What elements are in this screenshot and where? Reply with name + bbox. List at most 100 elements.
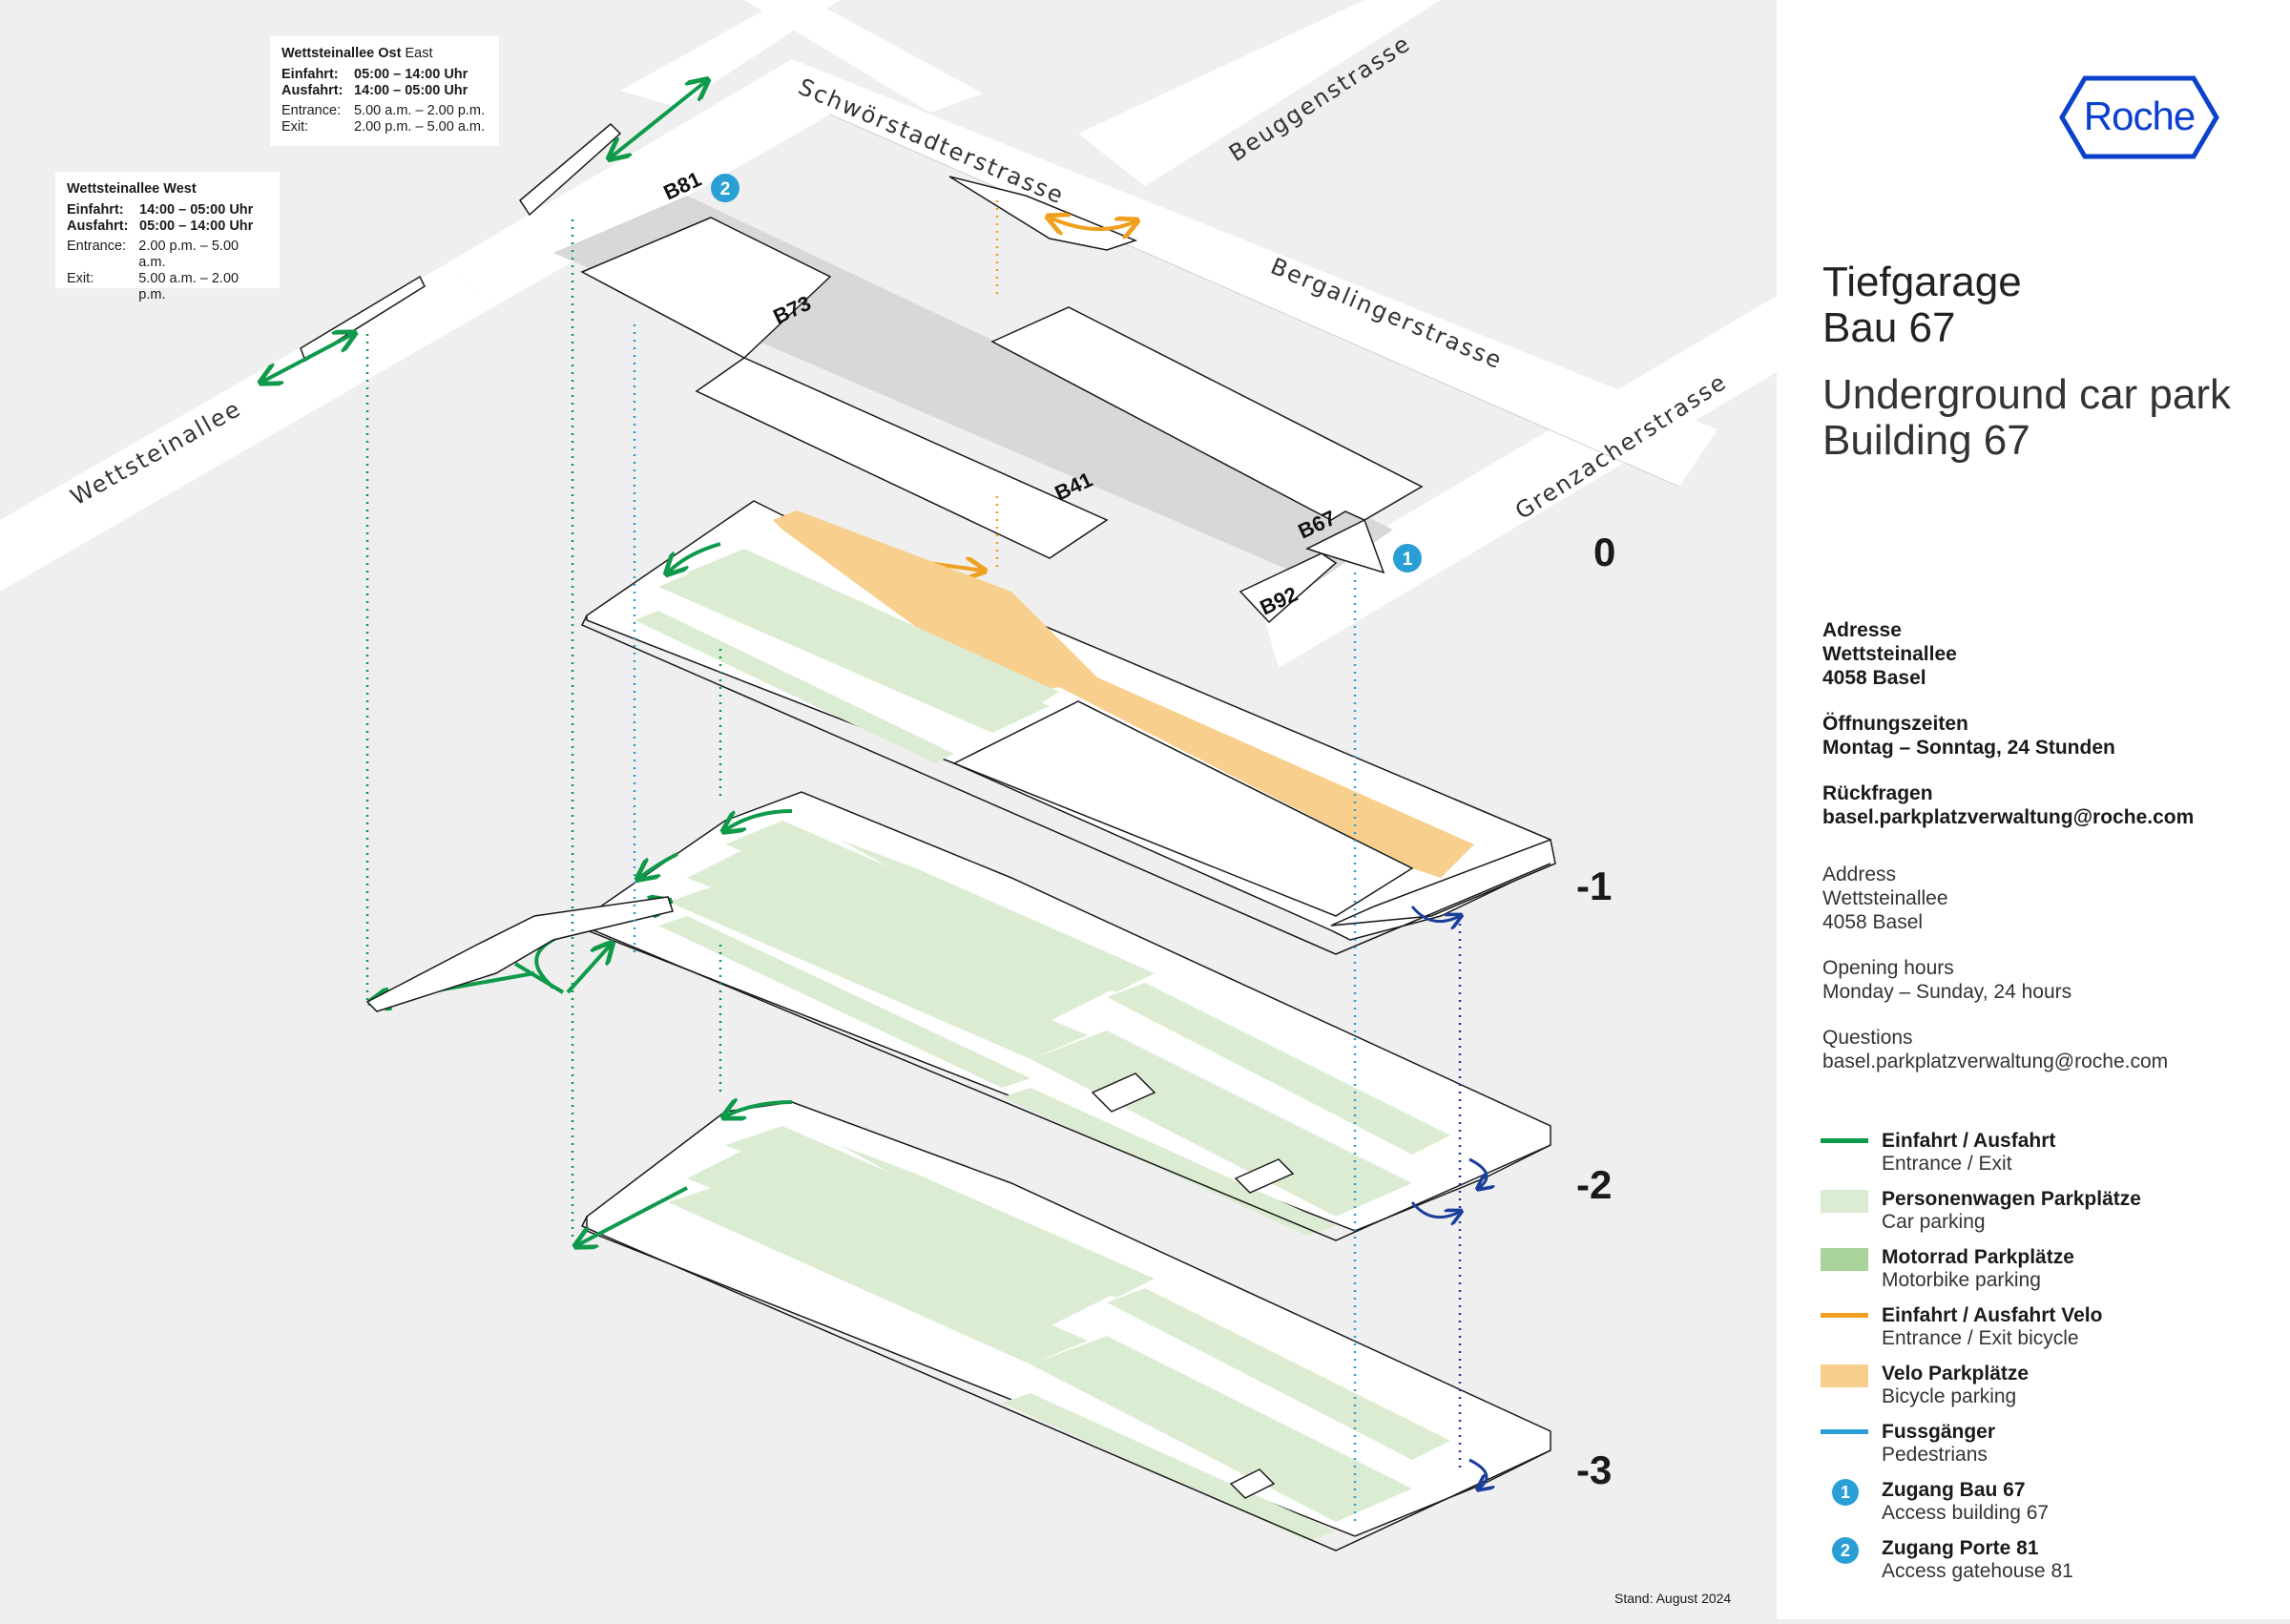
street-lines <box>829 114 1680 488</box>
legend-label-en: Access gatehouse 81 <box>1882 1560 2073 1582</box>
questions-heading-de: Rückfragen <box>1822 782 1933 804</box>
legend-label-en: Car parking <box>1882 1211 1986 1233</box>
tw-entrance-v: 2.00 p.m. – 5.00 a.m. <box>138 239 239 270</box>
legend-label-en: Access building 67 <box>1882 1502 2050 1524</box>
address-line2-de: 4058 Basel <box>1822 667 1926 689</box>
level-0-label: 0 <box>1593 530 1616 574</box>
roche-logo-text: Roche <box>2083 94 2196 138</box>
green-line-swatch <box>1821 1138 1868 1143</box>
tooltip-wettsteinallee-ost: Wettsteinallee Ost East Einfahrt: 05:00 –… <box>270 36 499 146</box>
dotted-connectors <box>365 200 1462 1527</box>
hours-heading-en: Opening hours <box>1822 957 1954 979</box>
bike-parking-l0 <box>773 510 1474 878</box>
marker-2: 2 <box>711 174 739 202</box>
address-line1-de: Wettsteinallee <box>1822 643 1957 665</box>
roche-hexagon-icon <box>2059 75 2219 159</box>
legend-label-de: Personenwagen Parkplätze <box>1882 1188 2141 1210</box>
stair-arrows <box>1410 906 1487 1489</box>
roche-logo: Roche <box>2058 74 2220 160</box>
te-exit-v: 2.00 p.m. – 5.00 a.m. <box>354 119 486 135</box>
info-english: Address Wettsteinallee 4058 Basel Openin… <box>1822 863 2168 1073</box>
te-entrance-v: 5.00 a.m. – 2.00 p.m. <box>354 103 486 118</box>
te-exit-k: Exit: <box>281 119 309 135</box>
legend-label-en: Pedestrians <box>1882 1444 1988 1466</box>
legend-label-de: Fussgänger <box>1882 1421 1996 1443</box>
hours-value-en: Monday – Sunday, 24 hours <box>1822 981 2072 1003</box>
address-line2-en: 4058 Basel <box>1822 911 1924 933</box>
legend-label-de: Motorrad Parkplätze <box>1882 1246 2074 1268</box>
level-minus2-label: -2 <box>1576 1162 1613 1207</box>
level-minus3-label: -3 <box>1576 1447 1613 1492</box>
tw-ausfahrt-v: 05:00 – 14:00 Uhr <box>139 219 254 234</box>
te-ausfahrt-v: 14:00 – 05:00 Uhr <box>354 83 468 98</box>
car-parking-l0 <box>635 549 1059 763</box>
info-german: Adresse Wettsteinallee 4058 Basel Öffnun… <box>1822 618 2194 829</box>
level-0 <box>586 500 1556 941</box>
legend-label-de: Einfahrt / Ausfahrt Velo <box>1882 1304 2103 1326</box>
legend-label-en: Motorbike parking <box>1882 1269 2041 1291</box>
legend-label-en: Bicycle parking <box>1882 1385 2017 1407</box>
page-title: Tiefgarage Bau 67 <box>1822 260 2022 351</box>
access-2-icon: 2 <box>1832 1537 1859 1564</box>
legend-label-de: Einfahrt / Ausfahrt <box>1882 1130 2056 1152</box>
streets <box>0 0 1777 668</box>
te-einfahrt-k: Einfahrt: <box>281 67 339 82</box>
tw-exit-v: 5.00 a.m. – 2.00 p.m. <box>138 271 239 302</box>
tw-einfahrt-k: Einfahrt: <box>67 202 124 218</box>
tooltip-east-title: Wettsteinallee Ost <box>281 46 402 61</box>
stand-date: Stand: August 2024 <box>1614 1591 1732 1606</box>
building-b92 <box>1239 552 1338 624</box>
subtitle-line2: Building 67 <box>1822 417 2030 464</box>
car-parking-l2 <box>668 1126 1450 1541</box>
tw-exit-k: Exit: <box>67 271 94 286</box>
te-entrance-k: Entrance: <box>281 103 342 118</box>
te-einfahrt-v: 05:00 – 14:00 Uhr <box>354 67 468 82</box>
tw-einfahrt-v: 14:00 – 05:00 Uhr <box>139 202 254 218</box>
questions-heading-en: Questions <box>1822 1027 1913 1049</box>
info-panel: Roche Tiefgarage Bau 67 Underground car … <box>1777 0 2290 1619</box>
tooltip-east-title-en: East <box>405 46 433 61</box>
bike-parking-swatch <box>1821 1364 1868 1387</box>
level-2 <box>586 1101 1551 1541</box>
tw-ausfahrt-k: Ausfahrt: <box>67 219 129 234</box>
legend-label-en: Entrance / Exit bicycle <box>1882 1327 2079 1349</box>
building-b73 <box>580 217 832 359</box>
legend-label-en: Entrance / Exit <box>1882 1153 2012 1175</box>
tooltip-wettsteinallee-west: Wettsteinallee West Einfahrt: 14:00 – 05:… <box>55 172 280 302</box>
blue-line-swatch <box>1821 1429 1868 1434</box>
legend-label-de: Zugang Bau 67 <box>1882 1479 2026 1501</box>
orange-line-swatch <box>1821 1313 1868 1318</box>
address-heading-de: Adresse <box>1822 619 1902 641</box>
building-b41 <box>695 357 1109 559</box>
hours-heading-de: Öffnungszeiten <box>1822 713 1968 735</box>
legend-label-de: Velo Parkplätze <box>1882 1363 2030 1385</box>
address-heading-en: Address <box>1822 864 1897 885</box>
title-line2: Bau 67 <box>1822 304 1956 351</box>
tw-entrance-k: Entrance: <box>67 239 127 254</box>
te-ausfahrt-k: Ausfahrt: <box>281 83 344 98</box>
level-minus1-label: -1 <box>1576 864 1613 908</box>
car-parking-swatch <box>1821 1190 1868 1213</box>
subtitle-line1: Underground car park <box>1822 371 2232 418</box>
site-map: B81 B73 B41 B67 B92 Wettsteinallee Schwö… <box>0 0 1777 1606</box>
marker-1: 1 <box>1393 544 1422 573</box>
title-line1: Tiefgarage <box>1822 259 2022 305</box>
marker-2-label: 2 <box>720 179 731 199</box>
questions-value-en[interactable]: basel.parkplatzverwaltung@roche.com <box>1822 1051 2169 1072</box>
ground-level <box>553 196 1424 624</box>
page-subtitle: Underground car park Building 67 <box>1822 372 2231 464</box>
level-1 <box>586 791 1551 1236</box>
legend-label-de: Zugang Porte 81 <box>1882 1537 2039 1559</box>
tooltip-west-title: Wettsteinallee West <box>67 181 197 197</box>
entry-arrows-street <box>262 81 706 382</box>
questions-value-de[interactable]: basel.parkplatzverwaltung@roche.com <box>1822 806 2195 828</box>
